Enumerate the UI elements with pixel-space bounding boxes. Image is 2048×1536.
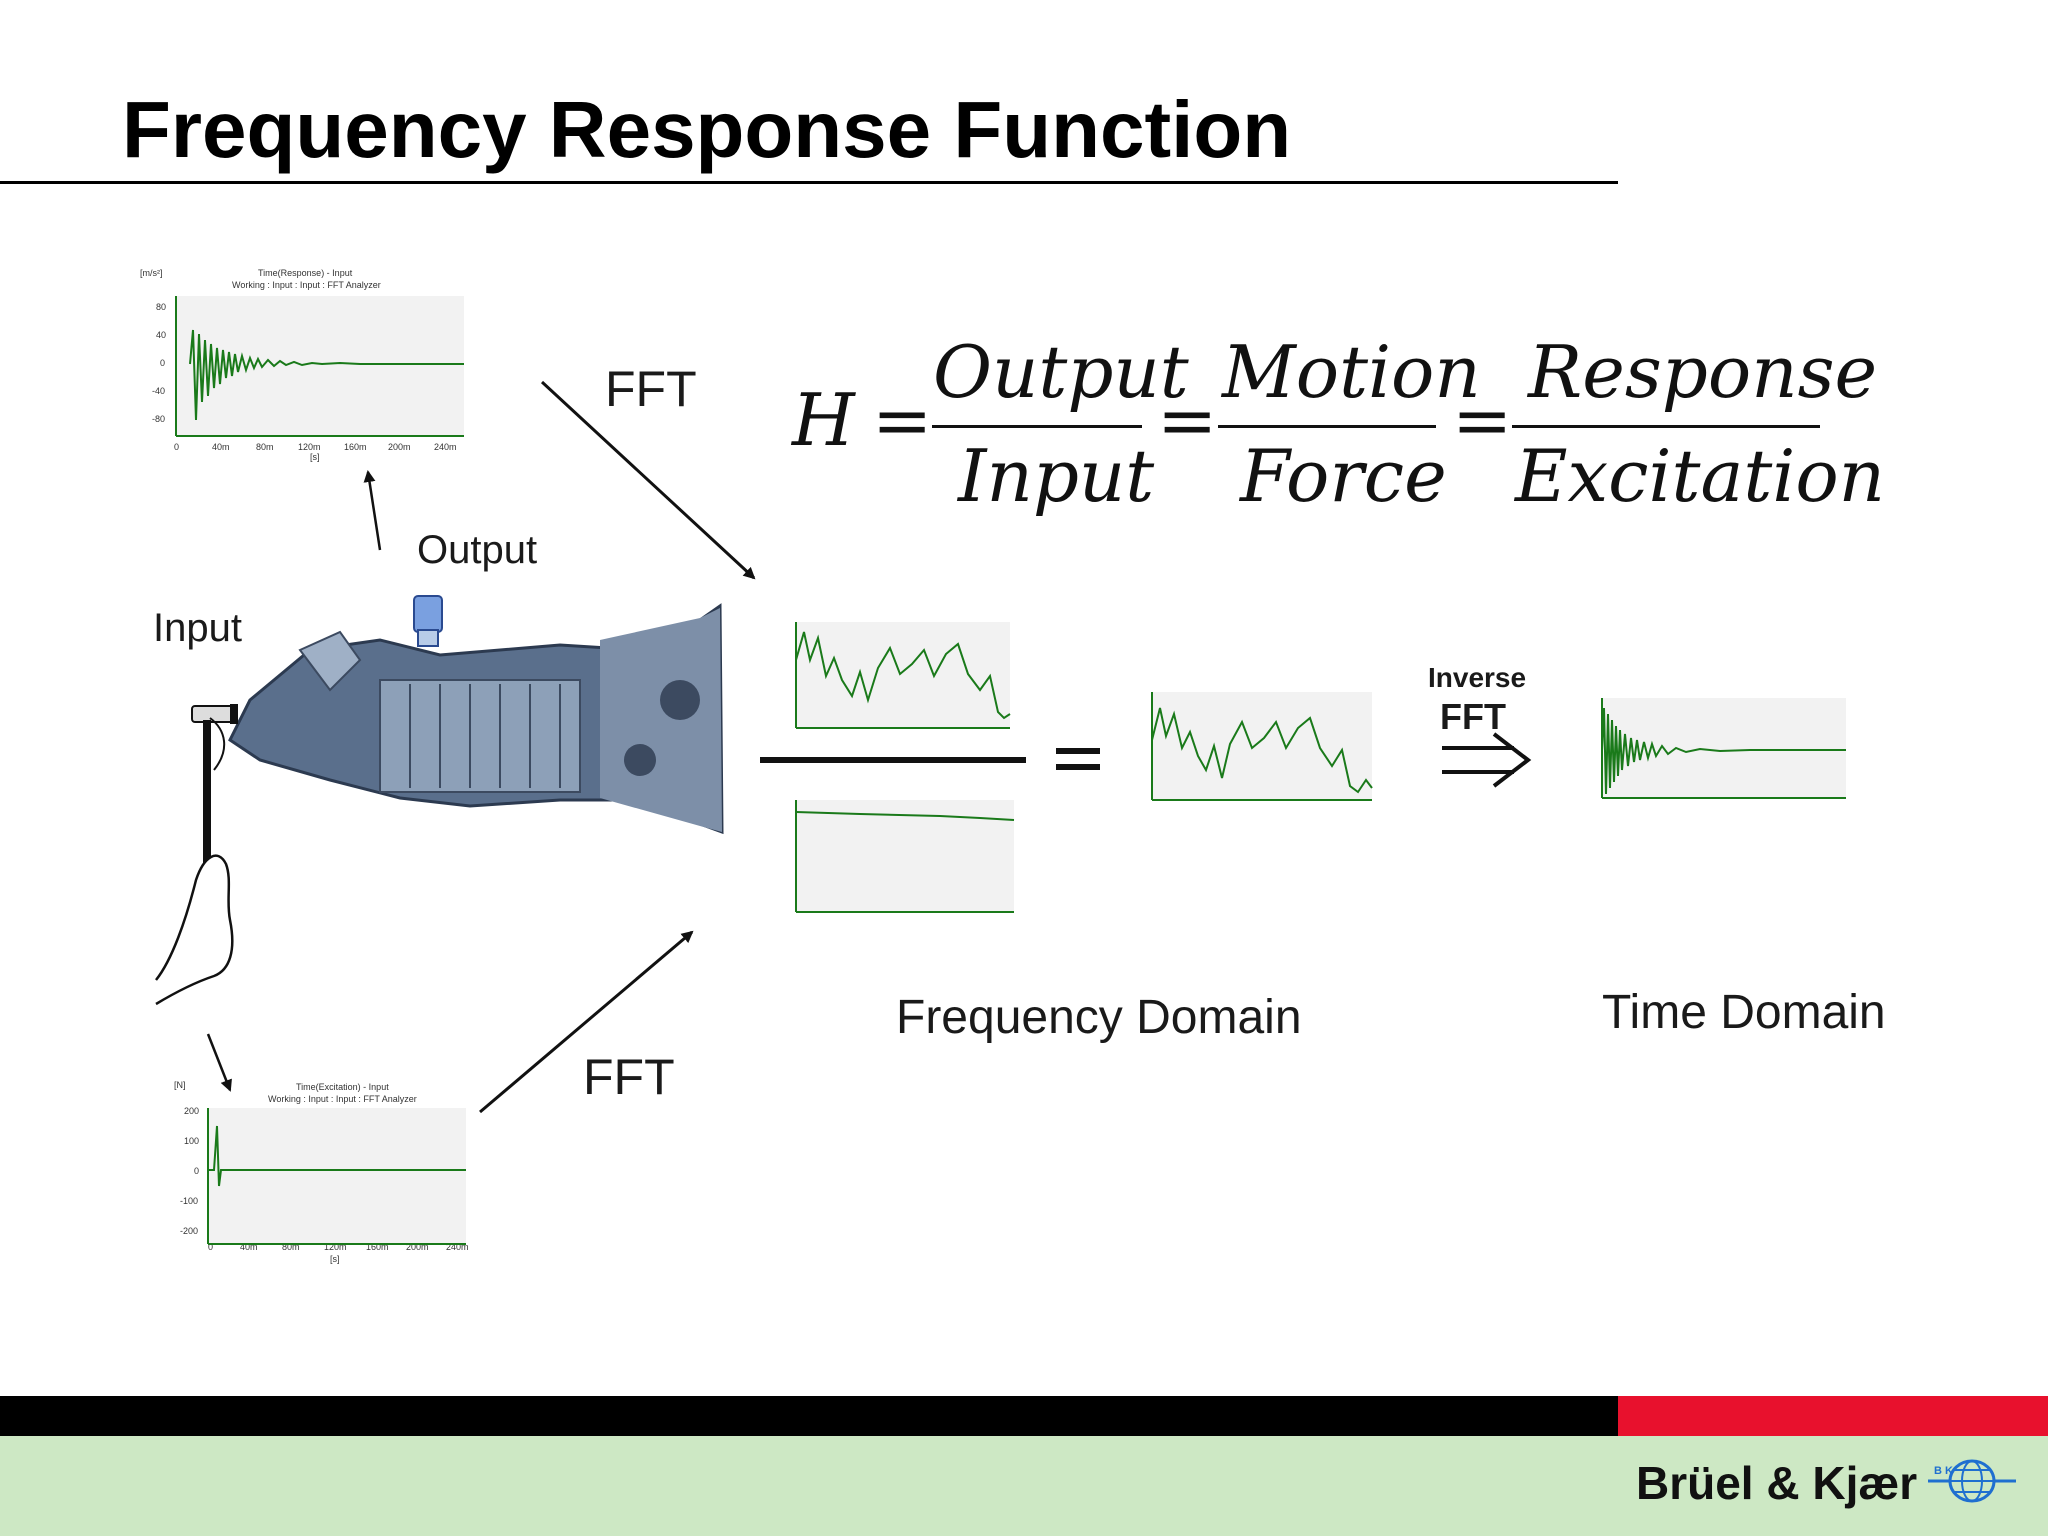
x-tick: 200m <box>406 1242 429 1252</box>
plot-title: Time(Response) - Input <box>258 268 353 278</box>
y-tick: -40 <box>152 386 166 396</box>
eq-fraction-bar-1 <box>932 425 1142 428</box>
impulse-response-plot <box>1601 698 1846 799</box>
eq-fraction-bar-2 <box>1218 425 1436 428</box>
footer-band-green <box>0 1436 2048 1536</box>
eq-equals-1: = <box>872 378 933 462</box>
eq-numerator-2: Motion <box>1222 330 1481 414</box>
brand-name: Brüel & Kjær <box>1636 1457 1918 1509</box>
gearbox-illustration <box>228 603 724 835</box>
frequency-domain-label: Frequency Domain <box>896 991 1302 1044</box>
hand-icon <box>155 854 234 1006</box>
x-tick: 40m <box>240 1242 258 1252</box>
plot-subtitle: Working : Input : Input : FFT Analyzer <box>232 280 381 290</box>
fft-label-bottom: FFT <box>583 1049 675 1105</box>
y-tick: 0 <box>194 1166 200 1176</box>
plot-background <box>208 1108 466 1244</box>
impact-hammer <box>191 704 238 970</box>
y-tick: 0 <box>160 358 166 368</box>
bk-globe-icon: B K <box>1928 1459 2016 1503</box>
output-label: Output <box>417 528 538 572</box>
inverse-fft-label: FFT <box>1440 696 1506 737</box>
page-title: Frequency Response Function <box>122 85 1292 174</box>
x-tick: 240m <box>434 442 457 452</box>
y-tick: -100 <box>180 1196 199 1206</box>
time-domain-label: Time Domain <box>1602 986 1886 1039</box>
fft-arrow-bottom <box>479 930 694 1114</box>
x-tick: 80m <box>256 442 274 452</box>
eq-equals-3: = <box>1452 378 1513 462</box>
logo-letters: B K <box>1934 1465 1953 1477</box>
y-tick: 80 <box>156 302 167 312</box>
title-divider <box>0 181 1618 184</box>
plot-unit: [m/s²] <box>140 268 163 278</box>
input-label: Input <box>153 606 242 650</box>
x-tick: 0 <box>208 1242 214 1252</box>
eq-lhs: H <box>792 378 855 462</box>
eq-denominator-2: Force <box>1240 434 1447 518</box>
x-unit: [s] <box>330 1254 340 1264</box>
x-tick: 120m <box>298 442 321 452</box>
x-tick: 160m <box>366 1242 389 1252</box>
plot-unit: [N] <box>174 1080 186 1090</box>
x-tick: 40m <box>212 442 230 452</box>
accelerometer-sensor <box>413 595 443 647</box>
x-tick: 80m <box>282 1242 300 1252</box>
frf-plot <box>1151 692 1373 801</box>
x-unit: [s] <box>310 452 320 462</box>
x-tick: 120m <box>324 1242 347 1252</box>
y-tick: -80 <box>152 414 166 424</box>
plot-subtitle: Working : Input : Input : FFT Analyzer <box>268 1094 417 1104</box>
y-tick: -200 <box>180 1226 199 1236</box>
x-tick: 160m <box>344 442 367 452</box>
eq-fraction-bar-3 <box>1512 425 1820 428</box>
eq-numerator-3: Response <box>1528 330 1878 414</box>
y-tick: 40 <box>156 330 167 340</box>
x-tick: 240m <box>446 1242 469 1252</box>
inverse-label: Inverse <box>1428 662 1527 693</box>
fft-arrow-top <box>540 380 756 580</box>
footer-band-black <box>0 1396 1618 1436</box>
time-excitation-trace <box>208 1125 466 1187</box>
fft-label-top: FFT <box>605 361 697 417</box>
time-response-trace <box>189 329 464 421</box>
diagram-graphics <box>155 296 1846 1245</box>
y-tick: 100 <box>184 1136 200 1146</box>
input-arrow <box>206 1033 232 1092</box>
eq-numerator-1: Output <box>933 330 1189 414</box>
y-tick: 200 <box>184 1106 200 1116</box>
equals-sign <box>1056 748 1100 770</box>
footer-band-red <box>1618 1396 2048 1436</box>
eq-denominator-3: Excitation <box>1515 434 1886 518</box>
inverse-fft-arrow <box>1442 732 1532 788</box>
eq-equals-2: = <box>1157 378 1218 462</box>
x-tick: 200m <box>388 442 411 452</box>
response-spectrum-plot <box>795 622 1011 729</box>
x-tick: 0 <box>174 442 180 452</box>
excitation-spectrum-plot <box>795 800 1015 913</box>
plot-title: Time(Excitation) - Input <box>296 1082 389 1092</box>
output-arrow <box>363 470 382 551</box>
eq-denominator-1: Input <box>958 434 1155 518</box>
